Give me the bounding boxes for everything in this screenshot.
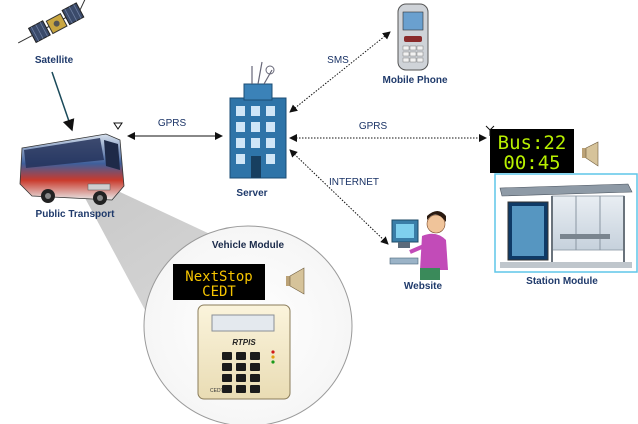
label-gprs-vehicle: GPRS: [157, 118, 187, 129]
label-public-transport: Public Transport: [35, 209, 115, 220]
device-maker: CEDT: [210, 388, 224, 394]
label-server: Server: [236, 188, 268, 199]
satellite-to-bus-arrow: [51, 71, 75, 132]
website-user-icon: [389, 211, 448, 280]
vehicle-display-line2: CEDT: [202, 284, 236, 300]
station-display-line2: 00:45: [503, 152, 560, 174]
status-led-amber: [271, 355, 275, 359]
vehicle-display-line1: NextStop: [185, 269, 252, 285]
label-satellite: Satellite: [34, 55, 74, 66]
mobile-phone-icon: [397, 3, 429, 71]
internet-arrow: [289, 149, 389, 245]
antenna-icon: [113, 122, 123, 130]
label-website: Website: [403, 281, 443, 292]
label-mobile-phone: Mobile Phone: [382, 75, 448, 86]
vehicle-speaker-icon: [286, 267, 305, 295]
station-antenna-icon: [485, 125, 495, 136]
station-speaker-icon: [582, 141, 599, 167]
bus-shelter-icon: [494, 173, 638, 273]
sms-arrow: [289, 31, 391, 113]
status-led-red: [271, 350, 275, 354]
label-sms: SMS: [327, 55, 349, 66]
satellite-icon: [17, 0, 89, 44]
rtpis-brand: RTPIS: [232, 338, 256, 347]
keypad: [222, 352, 260, 393]
station-display-line1: Bus:22: [498, 132, 567, 154]
station-display: Bus:22 00:45: [490, 129, 574, 174]
label-vehicle-module: Vehicle Module: [211, 240, 285, 251]
vehicle-display: NextStop CEDT: [173, 264, 265, 300]
bus-icon: [19, 133, 125, 205]
label-station-module: Station Module: [526, 276, 598, 287]
status-led-green: [271, 360, 275, 364]
server-building-icon: [229, 61, 287, 179]
label-gprs-station: GPRS: [358, 121, 388, 132]
rtpis-device: RTPIS CEDT: [197, 304, 291, 400]
label-internet: INTERNET: [329, 177, 379, 188]
